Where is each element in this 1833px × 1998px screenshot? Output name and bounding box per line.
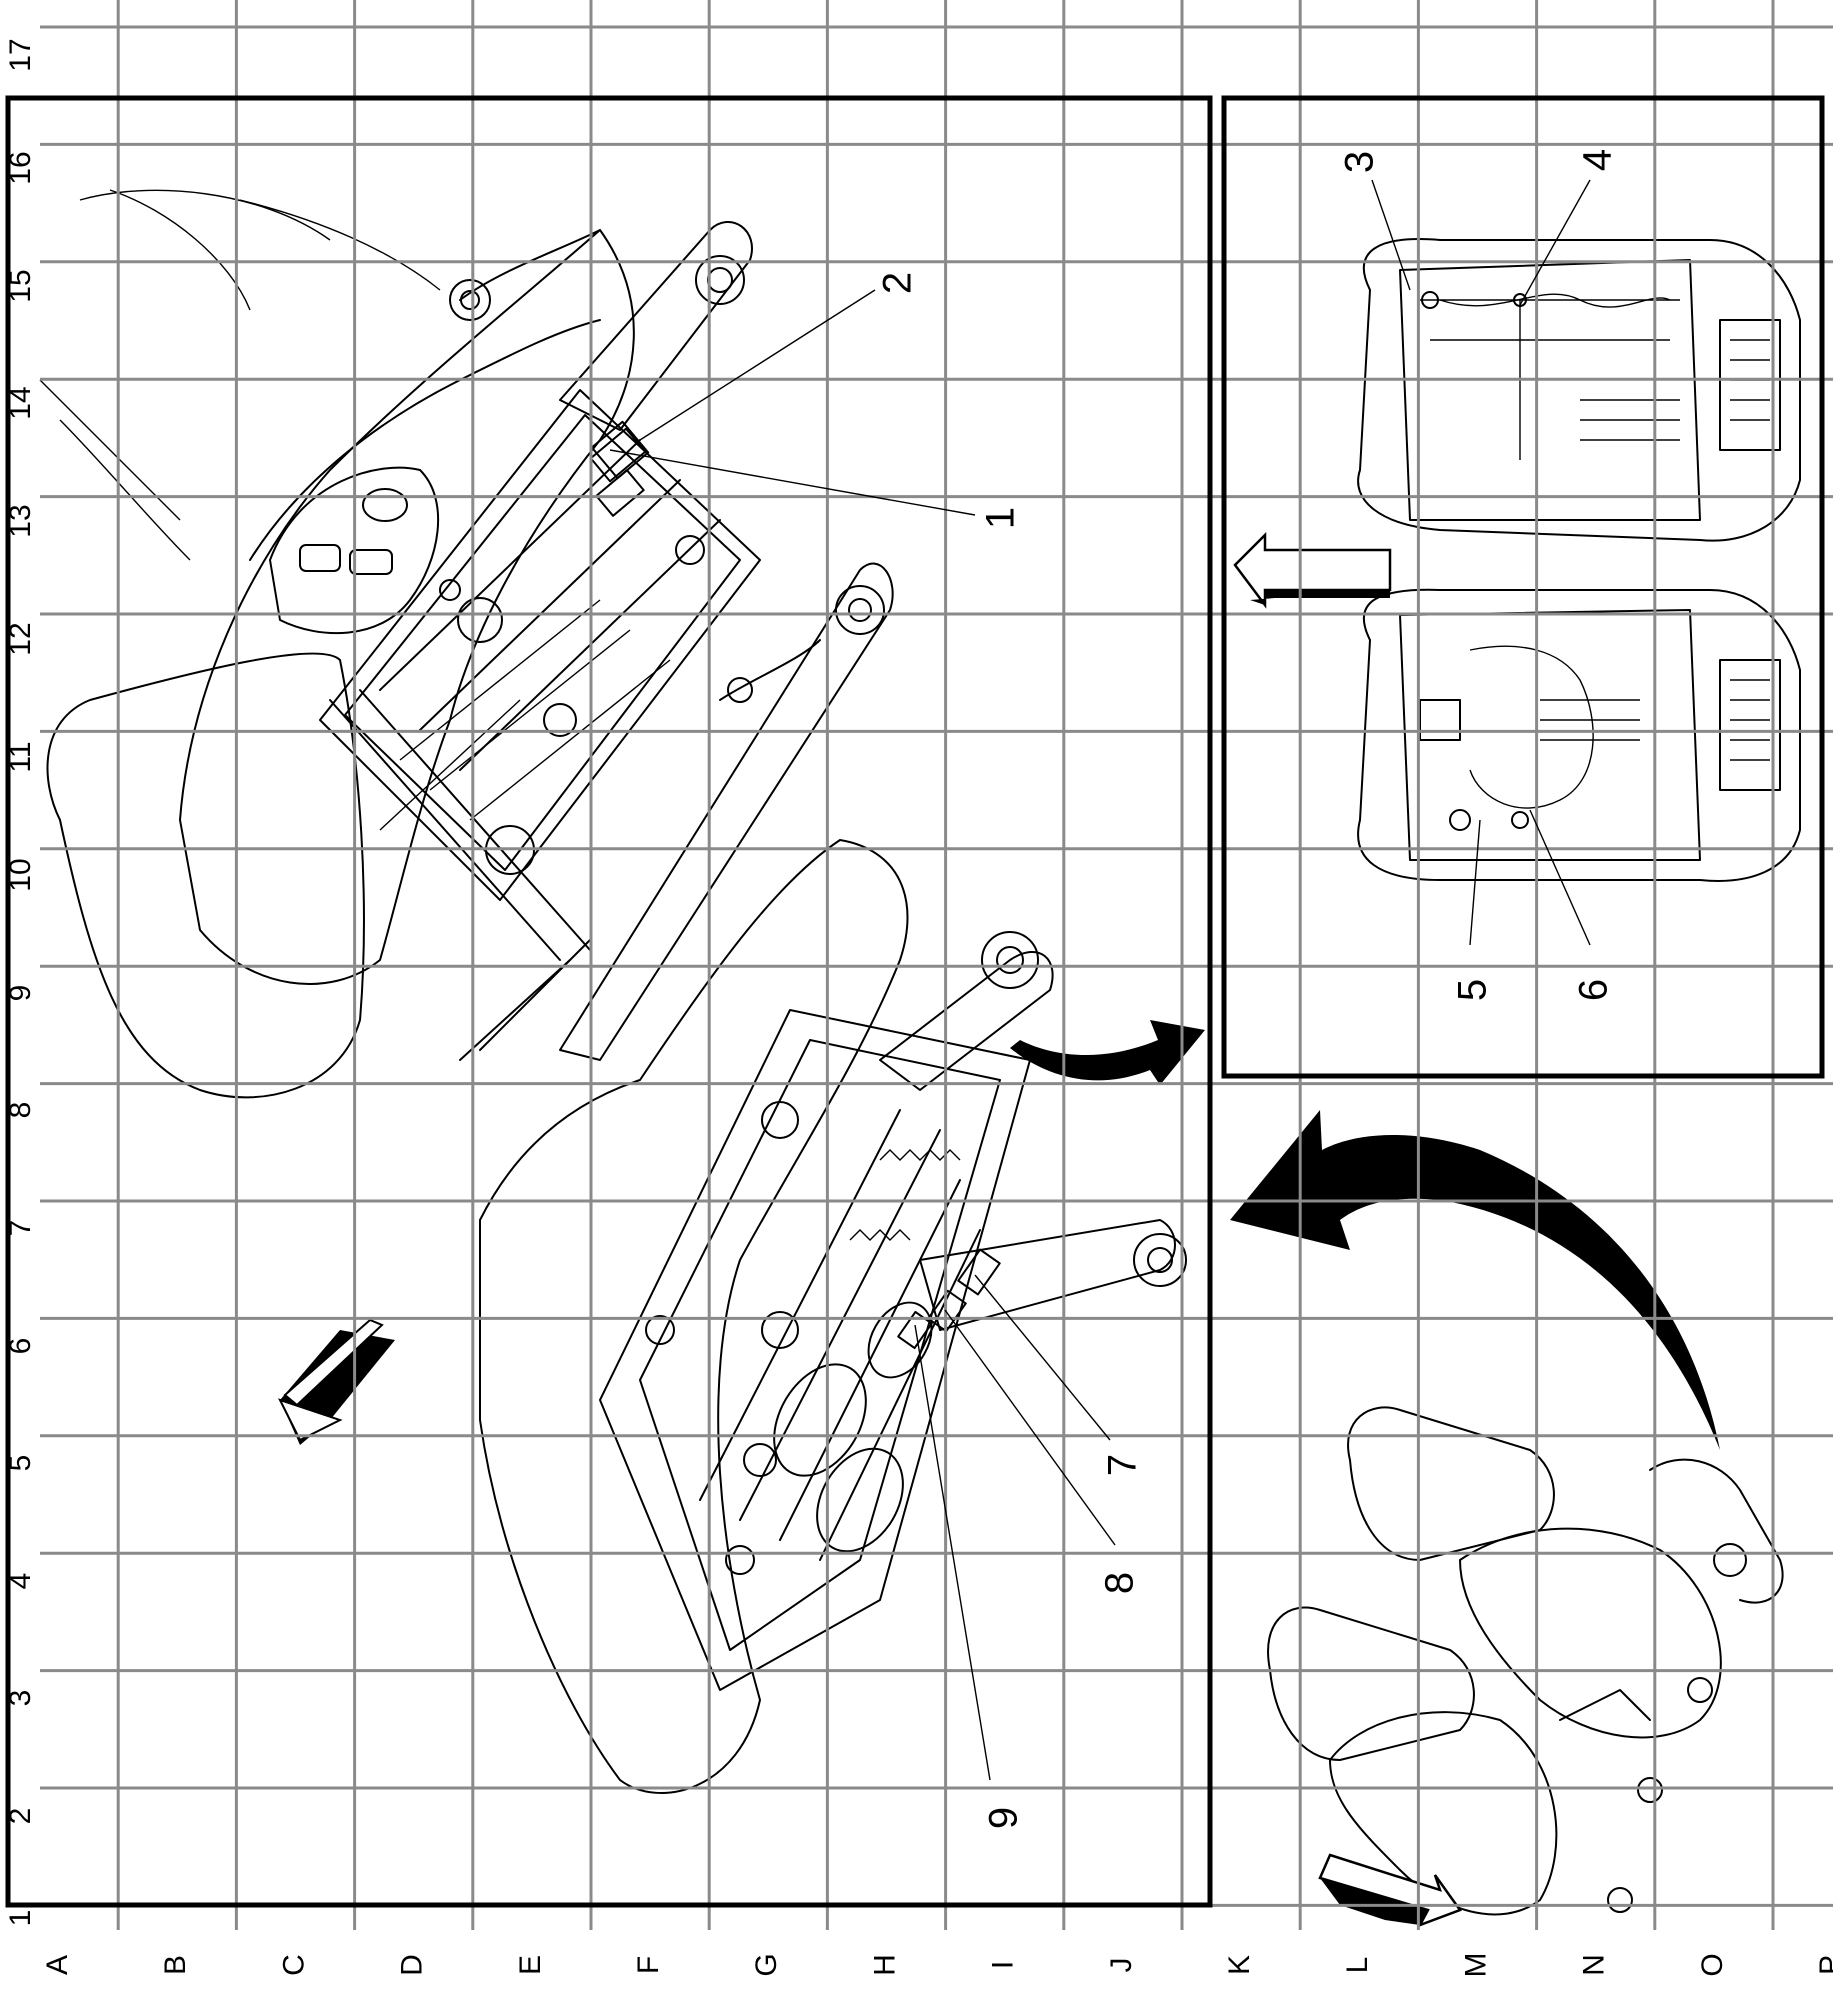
grid-row-label: D — [396, 1954, 429, 1976]
grid-column-label: 2 — [4, 1808, 37, 1825]
locator-headrest-front — [1347, 1406, 1555, 1561]
grid-column-label: 10 — [4, 858, 37, 891]
grid-column-label: 12 — [4, 622, 37, 655]
seatback-cushion — [179, 229, 635, 985]
seat-underside-upper — [1357, 238, 1801, 542]
connector-7 — [957, 1248, 1001, 1296]
upper-seat-frame — [319, 389, 761, 1061]
callout-3: 3 — [1338, 151, 1382, 173]
callout-4: 4 — [1576, 149, 1620, 171]
headrest — [46, 652, 365, 1099]
main-view-frame — [5, 95, 1213, 1908]
upper-track-arm — [559, 220, 753, 431]
grid-column-label: 9 — [4, 985, 37, 1002]
grid-row-label: B — [159, 1955, 192, 1975]
grid-column-label: 15 — [4, 269, 37, 302]
locator-seat-right — [1459, 1527, 1722, 1739]
callout-9: 9 — [982, 1807, 1026, 1829]
callout-6: 6 — [1572, 979, 1616, 1001]
grid-column-label: 14 — [4, 386, 37, 419]
grid-column-label: 8 — [4, 1102, 37, 1119]
callout-8: 8 — [1098, 1572, 1142, 1594]
callout-leaders — [609, 179, 1591, 1781]
seat-cushion — [479, 839, 909, 1794]
curved-arrow-to-main — [1230, 1110, 1720, 1450]
connector-1 — [589, 427, 647, 483]
upper-long-arm — [559, 562, 894, 1061]
grid-column-label: 3 — [4, 1690, 37, 1707]
grid-row-label: L — [1341, 1957, 1374, 1974]
grid-row-label: K — [1223, 1955, 1256, 1975]
callout-1: 1 — [979, 507, 1023, 529]
grid-column-label: 13 — [4, 504, 37, 537]
callout-5: 5 — [1451, 979, 1495, 1001]
grid-row-labels: A B C D E F G H I J K L M N O P — [41, 1953, 1833, 1978]
grid-column-label: 6 — [4, 1338, 37, 1355]
curved-arrow-to-inset — [1010, 1020, 1205, 1085]
grid-column-label: 16 — [4, 151, 37, 184]
grid-row-label: H — [868, 1954, 901, 1976]
grid-column-label: 4 — [4, 1573, 37, 1590]
grid-row-label: J — [1105, 1958, 1138, 1973]
switch-bezel — [269, 466, 440, 635]
grid-column-label: 11 — [4, 741, 37, 772]
callout-2: 2 — [876, 272, 920, 294]
locator-headrest-rear — [1267, 1606, 1475, 1761]
lower-seat-frame — [599, 1009, 1031, 1691]
locator-forward-arrow — [1318, 1853, 1462, 1928]
callout-labels: 1 2 3 4 5 6 7 8 9 — [876, 149, 1620, 1829]
callout-7: 7 — [1101, 1454, 1145, 1476]
inset-forward-arrow — [1233, 531, 1392, 609]
lower-track-arm — [879, 950, 1054, 1091]
grid-row-label: O — [1696, 1953, 1729, 1976]
grid-column-label: 1 — [4, 1910, 37, 1927]
grid-column-label: 7 — [4, 1220, 37, 1237]
vehicle-seats-locator-view — [1267, 1406, 1784, 1928]
inset-view-frame — [1221, 95, 1825, 1079]
grid-row-label: I — [987, 1961, 1020, 1969]
grid-row-label: P — [1814, 1955, 1833, 1975]
grid-row-label: E — [514, 1955, 547, 1975]
grid-row-label: C — [277, 1954, 310, 1976]
grid-row-label: M — [1459, 1953, 1492, 1978]
locator-seat-left — [1329, 1711, 1558, 1916]
seat-frame-assembly-view — [39, 189, 1187, 1794]
grid-row-label: F — [632, 1956, 665, 1974]
forward-direction-arrow — [278, 1318, 395, 1445]
grid-column-label: 17 — [4, 38, 37, 71]
seatback-side-bolster — [249, 319, 601, 561]
seat-underside-lower — [1357, 588, 1801, 882]
grid-row-label: G — [750, 1953, 783, 1976]
grid-row-label: N — [1578, 1954, 1611, 1976]
grid-column-label: 5 — [4, 1455, 37, 1472]
reference-grid — [40, 0, 1833, 1930]
seat-underside-inset-view — [1233, 238, 1801, 882]
grid-row-label: A — [41, 1955, 74, 1975]
